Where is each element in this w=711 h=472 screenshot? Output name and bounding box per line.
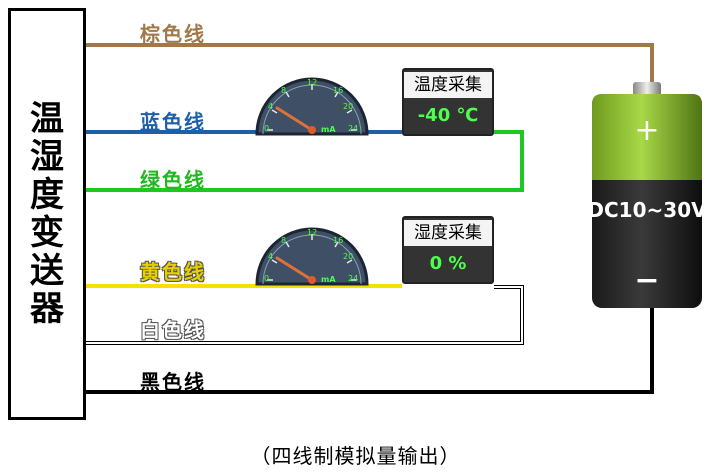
black-wire	[86, 300, 654, 394]
battery-minus: −	[634, 263, 659, 298]
blue-wire-label: 蓝色线	[140, 110, 206, 134]
white-wire-label: 白色线	[140, 318, 206, 342]
gauge-tick: 0	[264, 274, 269, 283]
gauge-tick: 0	[264, 124, 269, 133]
gauge-tick: 16	[333, 86, 343, 95]
battery-voltage-label: DC10~30V	[587, 198, 707, 222]
current-gauge-humidity: 0 4 8 12 16 20 24 mA	[255, 227, 369, 286]
gauge-tick: 20	[343, 252, 353, 261]
gauge-tick: 24	[348, 124, 358, 133]
display-title: 湿度采集	[404, 220, 492, 246]
gauge-tick: 12	[307, 228, 317, 237]
brown-wire	[86, 43, 654, 92]
gauge-tick: 12	[307, 78, 317, 87]
transmitter-label-char: 度	[30, 175, 64, 215]
black-wire-label: 黑色线	[140, 370, 206, 394]
display-value: -40 ℃	[417, 105, 479, 126]
temperature-display: 温度采集 -40 ℃	[402, 68, 494, 136]
gauge-needle	[275, 256, 314, 282]
gauge-unit: mA	[321, 125, 336, 134]
gauge-tick: 20	[343, 102, 353, 111]
gauge-tick: 4	[268, 102, 273, 111]
humidity-display: 湿度采集 0 %	[402, 216, 494, 284]
battery-icon: + −	[592, 82, 702, 308]
green-wire	[86, 130, 524, 192]
gauge-tick: 8	[281, 86, 286, 95]
gauge-tick: 16	[333, 236, 343, 245]
gauge-tick: 4	[268, 252, 273, 261]
display-value: 0 %	[429, 253, 467, 274]
diagram-caption: （四线制模拟量输出）	[250, 444, 461, 468]
gauge-unit: mA	[321, 275, 336, 284]
current-gauge-temperature: 0 4 8 12 16 20 24 mA	[255, 77, 369, 136]
yellow-wire-label: 黄色线	[140, 260, 206, 284]
battery-plus: +	[634, 113, 659, 148]
brown-wire-label: 棕色线	[140, 22, 206, 46]
transmitter-label-char: 器	[30, 289, 64, 329]
transmitter-label-char: 送	[30, 251, 64, 291]
transmitter-box: 温 湿 度 变 送 器	[8, 8, 86, 420]
transmitter-label-char: 温	[30, 99, 64, 139]
gauge-tick: 8	[281, 236, 286, 245]
green-wire-label: 绿色线	[140, 168, 206, 192]
display-title: 温度采集	[404, 72, 492, 98]
gauge-tick: 24	[348, 274, 358, 283]
gauge-needle	[275, 106, 314, 132]
transmitter-label-char: 变	[30, 213, 64, 253]
transmitter-label-char: 湿	[30, 137, 64, 177]
